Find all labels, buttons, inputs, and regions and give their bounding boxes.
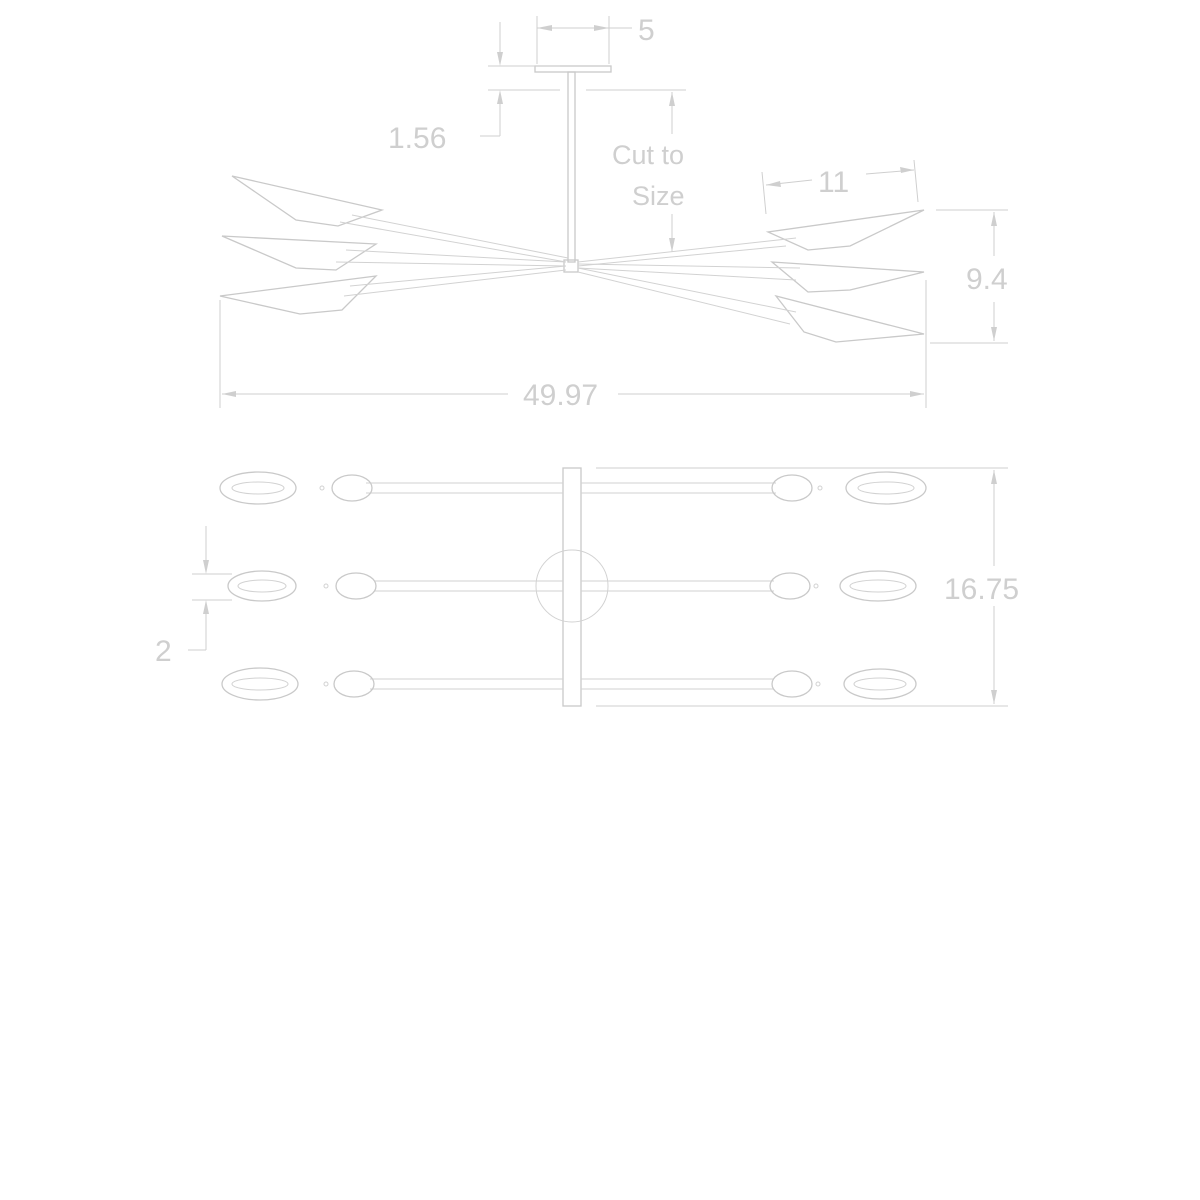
downrod <box>567 71 576 263</box>
blade-left-upper <box>231 175 385 227</box>
top-view: 16.75 2 <box>155 467 1019 707</box>
side-view: 5 1.56 Cut to Size <box>219 14 1008 412</box>
dimension-mount-height-label: 1.56 <box>388 122 446 155</box>
dimension-blade-length-label: 11 <box>818 166 849 199</box>
dimension-mount-height: 1.56 <box>388 22 560 155</box>
blade-left-upper-arm <box>339 214 569 263</box>
dimension-frame-depth: 16.75 <box>596 467 1019 707</box>
blade-right-lower <box>774 294 925 343</box>
blade-left-lower-arm <box>343 265 567 297</box>
blade-right-middle <box>770 261 925 293</box>
dimension-blade-length: 11 <box>761 159 919 215</box>
left-blade-tips <box>219 471 377 701</box>
blade-right-upper-arm <box>577 237 797 267</box>
dimension-overall-span-label: 49.97 <box>523 379 598 412</box>
blade-right-upper <box>765 209 925 251</box>
dimension-mount-width-label: 5 <box>638 14 655 47</box>
motor-housing <box>535 549 609 623</box>
blade-right-lower-arm <box>577 267 797 325</box>
right-blades <box>577 209 925 343</box>
dimension-blade-drop: 9.4 <box>930 209 1008 344</box>
blade-left-lower <box>219 275 378 315</box>
blade-rods <box>366 482 776 690</box>
center-spine <box>562 467 582 707</box>
dimension-downrod-label-line1: Cut to <box>612 140 684 170</box>
dimension-frame-depth-label: 16.75 <box>944 573 1019 606</box>
dimension-rod-spacing-label: 2 <box>155 635 172 668</box>
blade-right-middle-arm <box>577 263 801 281</box>
dimension-overall-span: 49.97 <box>219 280 927 412</box>
ceiling-mount-plate <box>534 65 612 73</box>
dimension-downrod-label-line2: Size <box>632 181 685 211</box>
right-blade-tips <box>769 471 927 700</box>
blade-left-middle-arm <box>335 249 567 267</box>
blade-left-middle <box>221 235 379 271</box>
left-blades <box>219 175 569 315</box>
dimension-downrod: Cut to Size <box>586 89 686 252</box>
dimension-mount-width: 5 <box>536 14 655 64</box>
dimension-blade-drop-label: 9.4 <box>966 263 1008 296</box>
dimension-rod-spacing: 2 <box>155 526 232 668</box>
